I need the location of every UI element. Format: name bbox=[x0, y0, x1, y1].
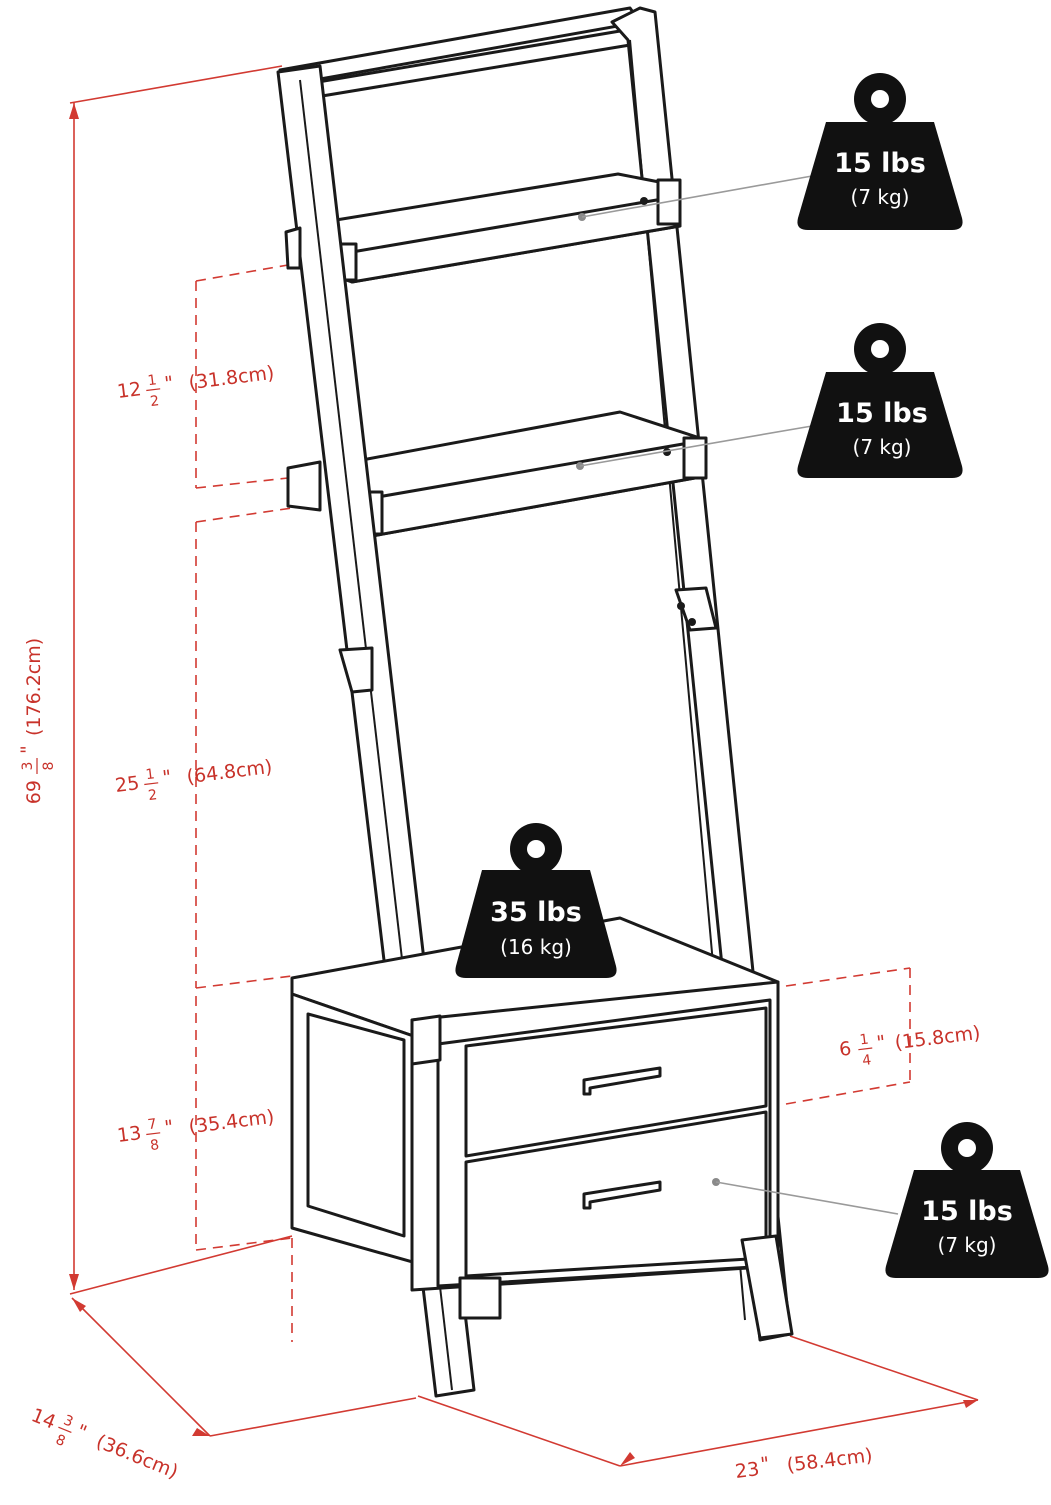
dim-label-width: 23 " (58.4cm) bbox=[734, 1444, 874, 1483]
ladder-shelf-drawing bbox=[276, 6, 794, 1398]
weight-lbs: 15 lbs bbox=[836, 398, 928, 429]
weight-badge-upper-shelf: 15 lbs (7 kg) bbox=[797, 73, 963, 230]
weight-leaders bbox=[579, 175, 899, 1215]
dim-den: 2 bbox=[149, 393, 160, 410]
dim-den: 2 bbox=[147, 787, 158, 804]
dim-whole: 6 bbox=[838, 1038, 853, 1061]
dim-metric: (36.6cm) bbox=[93, 1430, 181, 1483]
weight-icon bbox=[885, 1122, 1049, 1278]
dim-label-height: 69 3 8 " (176.2cm) bbox=[17, 638, 57, 804]
dim-den: 8 bbox=[41, 762, 57, 771]
dim-unit: " bbox=[161, 766, 172, 789]
weight-kg: (7 kg) bbox=[938, 1233, 997, 1257]
dim-num: 7 bbox=[147, 1116, 158, 1133]
weight-icon bbox=[797, 323, 963, 478]
dim-unit: " bbox=[163, 1116, 174, 1139]
dim-whole: 23 bbox=[734, 1458, 761, 1483]
weight-kg: (16 kg) bbox=[500, 935, 572, 959]
dim-metric: (31.8cm) bbox=[187, 362, 275, 394]
dim-metric: (64.8cm) bbox=[185, 756, 273, 788]
dim-whole: 25 bbox=[114, 772, 141, 797]
dim-whole: 69 bbox=[23, 780, 45, 804]
weight-kg: (7 kg) bbox=[851, 185, 910, 209]
weight-lbs: 35 lbs bbox=[490, 897, 582, 928]
dim-whole: 14 bbox=[28, 1404, 59, 1433]
dim-den: 4 bbox=[861, 1052, 872, 1069]
dim-den: 8 bbox=[53, 1432, 67, 1450]
dim-whole: 13 bbox=[116, 1122, 143, 1147]
dim-den: 8 bbox=[149, 1137, 160, 1154]
dim-unit: " bbox=[875, 1031, 886, 1054]
dim-unit: " bbox=[17, 745, 39, 754]
dim-label-middle-gap: 25 1 2 " (64.8cm) bbox=[114, 756, 274, 804]
weight-badge-middle-shelf: 15 lbs (7 kg) bbox=[797, 323, 963, 478]
weight-lbs: 15 lbs bbox=[921, 1196, 1013, 1227]
dim-num: 1 bbox=[145, 766, 156, 783]
dim-label-upper-shelf-gap: 12 1 2 " (31.8cm) bbox=[116, 362, 276, 410]
dim-num: 1 bbox=[147, 372, 158, 389]
weight-badge-drawer: 15 lbs (7 kg) bbox=[885, 1122, 1049, 1278]
weight-lbs: 15 lbs bbox=[834, 148, 926, 179]
weight-badge-cabinet-top: 35 lbs (16 kg) bbox=[455, 823, 617, 978]
weight-icon bbox=[455, 823, 617, 978]
dim-metric: (15.8cm) bbox=[894, 1022, 982, 1054]
weight-icon bbox=[797, 73, 963, 230]
dim-unit: " bbox=[73, 1420, 89, 1444]
dim-whole: 12 bbox=[116, 378, 143, 403]
weight-kg: (7 kg) bbox=[853, 435, 912, 459]
dim-metric: (58.4cm) bbox=[786, 1444, 874, 1476]
dimension-lines bbox=[69, 65, 979, 1467]
dim-label-depth: 14 3 8 " (36.6cm) bbox=[28, 1404, 181, 1483]
dim-num: 3 bbox=[61, 1412, 75, 1430]
dim-metric: (35.4cm) bbox=[187, 1106, 275, 1138]
dim-unit: " bbox=[163, 372, 174, 395]
dim-num: 1 bbox=[859, 1031, 870, 1048]
dim-metric: (176.2cm) bbox=[23, 638, 45, 736]
dim-unit: " bbox=[759, 1453, 770, 1476]
dim-num: 3 bbox=[20, 762, 36, 771]
